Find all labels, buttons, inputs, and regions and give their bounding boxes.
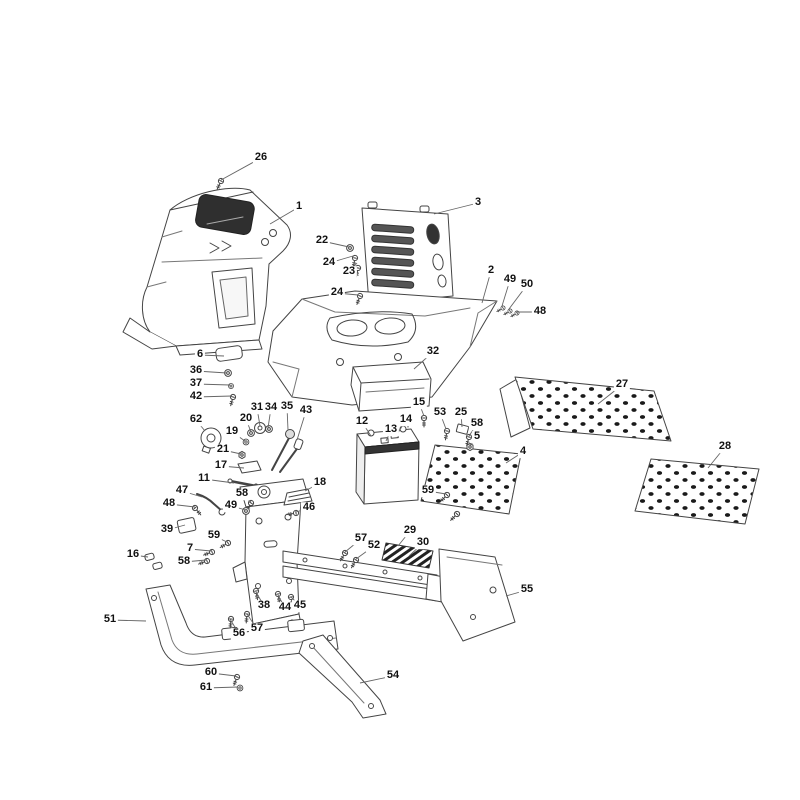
leader-line-37 — [195, 383, 231, 386]
part-battery — [355, 420, 420, 505]
part-footrest-center — [420, 444, 522, 515]
screw-icon — [353, 264, 362, 278]
leader-line-58 — [468, 423, 478, 437]
leader-line-34 — [267, 407, 272, 429]
screw-icon — [448, 509, 462, 523]
leader-line-59 — [213, 535, 228, 543]
part-footrest-right — [499, 376, 672, 442]
leader-line-53 — [439, 412, 447, 430]
part-side-panel — [438, 548, 516, 642]
leader-line-36 — [195, 370, 228, 374]
leader-line-58 — [183, 559, 207, 563]
leader-line-54 — [359, 675, 394, 684]
leader-line-35 — [286, 406, 289, 431]
screw-icon — [495, 304, 507, 314]
part-hood — [267, 290, 498, 406]
part-horn — [200, 427, 222, 454]
screw-icon — [214, 177, 225, 191]
leader-line-22 — [321, 240, 350, 248]
part-footrest-far-right — [634, 458, 760, 525]
screw-icon — [420, 414, 428, 428]
screw-icon — [227, 615, 235, 629]
part-striped-wedge — [381, 542, 434, 569]
part-plate-39 — [176, 517, 197, 534]
part-clip-16 — [152, 561, 163, 570]
part-linkage-47 — [196, 493, 226, 516]
washer-icon — [242, 507, 250, 515]
leader-line-49 — [501, 279, 511, 307]
washer-icon — [346, 244, 354, 252]
dash-display — [195, 193, 255, 235]
part-dashboard-console — [122, 187, 291, 356]
leader-line-62 — [195, 419, 206, 432]
screw-icon — [197, 557, 211, 568]
leader-line-52 — [355, 545, 375, 560]
leader-line-61 — [205, 686, 239, 689]
screw-icon — [190, 503, 204, 518]
part-frame-rails — [282, 550, 445, 603]
part-ignition-and-levers — [254, 422, 304, 473]
leader-line-55 — [505, 589, 528, 597]
part-grille-panel — [361, 201, 454, 305]
washer-icon — [247, 429, 255, 437]
leader-line-60 — [210, 672, 237, 677]
part-support-bracket — [298, 634, 387, 719]
leader-line-26 — [220, 157, 262, 181]
leader-line-3 — [433, 202, 479, 215]
screw-icon — [442, 427, 451, 441]
part-plate-17 — [237, 460, 262, 474]
leader-line-7 — [189, 548, 212, 552]
leader-line-24 — [328, 255, 354, 264]
nut-icon — [466, 442, 474, 452]
leader-line-48 — [168, 503, 196, 508]
nut-icon — [238, 450, 246, 460]
leader-line-2 — [481, 270, 492, 304]
washer-icon — [228, 383, 234, 389]
washer-icon — [236, 684, 244, 692]
leader-line-57 — [344, 538, 362, 553]
leader-line-50 — [508, 284, 528, 310]
part-shift-boot — [283, 488, 313, 506]
leader-line-19 — [231, 431, 246, 442]
leader-line-42 — [195, 395, 233, 398]
leader-line-18 — [304, 482, 321, 492]
leader-line-21 — [222, 449, 242, 455]
leader-line-51 — [109, 619, 147, 622]
leader-line-29 — [397, 530, 411, 547]
part-clip-16 — [144, 552, 155, 561]
part-clamp-25 — [455, 423, 470, 435]
leader-line-43 — [296, 410, 307, 441]
